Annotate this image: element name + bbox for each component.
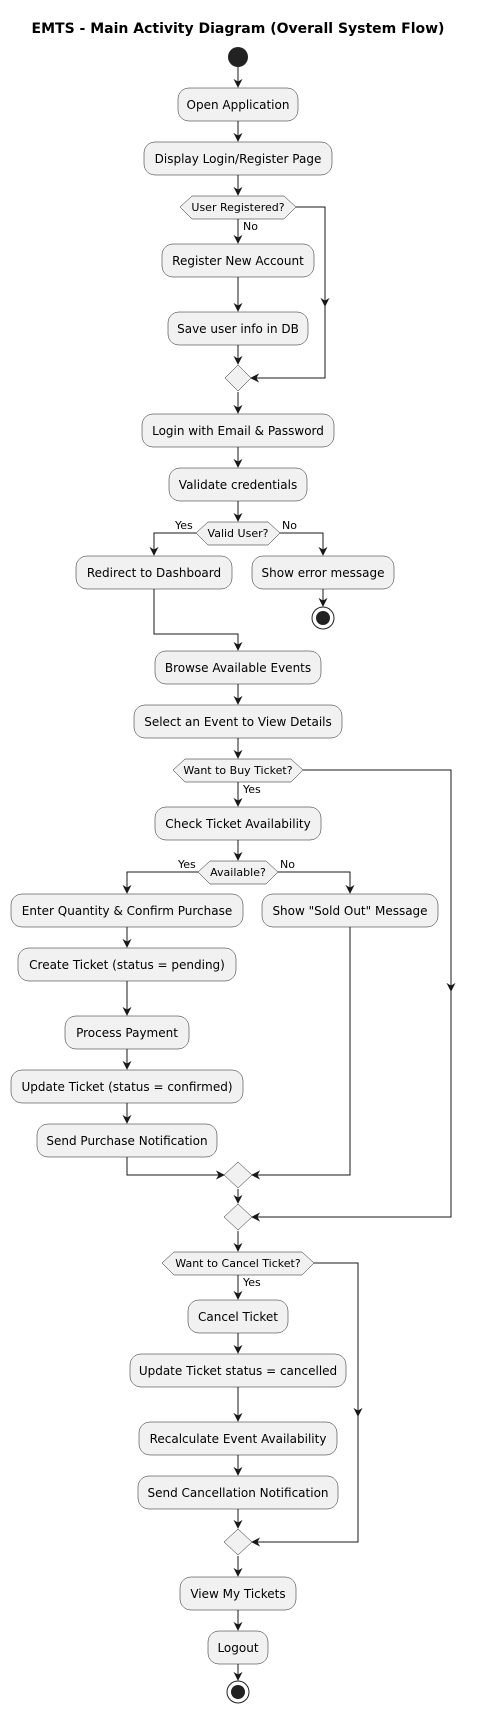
start-node — [228, 47, 248, 67]
activity-logout: Logout — [207, 1630, 269, 1665]
svg-text:Send Cancellation Notification: Send Cancellation Notification — [147, 1486, 328, 1500]
svg-text:Check Ticket Availability: Check Ticket Availability — [165, 817, 310, 831]
svg-text:Create Ticket (status = pendin: Create Ticket (status = pending) — [29, 958, 225, 972]
stop-node-error — [311, 606, 335, 630]
svg-text:Update Ticket (status = confir: Update Ticket (status = confirmed) — [21, 1080, 232, 1094]
decision-want-to-buy: Want to Buy Ticket? — [172, 758, 304, 783]
decision-valid-user: Valid User? — [195, 521, 281, 546]
activity-sold-out: Show "Sold Out" Message — [261, 893, 439, 928]
svg-text:Process Payment: Process Payment — [76, 1026, 178, 1040]
activity-view-my-tickets: View My Tickets — [179, 1576, 297, 1611]
edge-available-yes — [122, 871, 198, 894]
svg-text:Save user info in DB: Save user info in DB — [177, 322, 299, 336]
svg-text:Send Purchase Notification: Send Purchase Notification — [46, 1134, 207, 1148]
decision-available: Available? — [197, 860, 279, 885]
activity-show-error: Show error message — [251, 555, 395, 590]
svg-text:Show error message: Show error message — [262, 566, 385, 580]
activity-cancel-ticket: Cancel Ticket — [187, 1299, 289, 1334]
svg-text:Browse Available Events: Browse Available Events — [165, 661, 311, 675]
activity-update-cancelled: Update Ticket status = cancelled — [129, 1353, 347, 1388]
activity-display-login-register: Display Login/Register Page — [143, 141, 333, 176]
activity-open-application: Open Application — [177, 87, 299, 122]
activity-save-user-info: Save user info in DB — [167, 311, 309, 346]
edge-soldout-merge — [251, 927, 351, 1180]
svg-text:Logout: Logout — [217, 1641, 258, 1655]
activity-login: Login with Email & Password — [141, 413, 335, 448]
stop-node-end — [226, 1680, 250, 1704]
decision-user-registered: User Registered? — [179, 195, 297, 220]
decision-want-to-cancel: Want to Cancel Ticket? — [161, 1251, 315, 1276]
svg-text:Want to Buy Ticket?: Want to Buy Ticket? — [183, 764, 292, 777]
activity-redirect-dashboard: Redirect to Dashboard — [75, 555, 233, 590]
merge-node-cancellation — [223, 1528, 253, 1556]
label-buy-yes: Yes — [242, 783, 261, 796]
label-valid-no: No — [282, 519, 297, 532]
svg-text:Available?: Available? — [210, 866, 266, 879]
svg-text:Enter Quantity & Confirm Purch: Enter Quantity & Confirm Purchase — [22, 904, 232, 918]
activity-recalculate-availability: Recalculate Event Availability — [138, 1421, 338, 1456]
edge-valid-yes — [149, 532, 196, 556]
activity-validate-credentials: Validate credentials — [168, 467, 308, 502]
svg-text:Redirect to Dashboard: Redirect to Dashboard — [87, 566, 221, 580]
svg-text:Open Application: Open Application — [187, 98, 290, 112]
edge-wantbuy-no-bypass — [251, 769, 452, 1222]
svg-text:Want to Cancel Ticket?: Want to Cancel Ticket? — [175, 1257, 301, 1270]
edge-registered-yes-bypass — [250, 206, 326, 383]
label-available-yes: Yes — [177, 858, 196, 871]
svg-text:Validate credentials: Validate credentials — [179, 478, 297, 492]
activity-send-purchase-notification: Send Purchase Notification — [36, 1123, 218, 1158]
activity-enter-quantity: Enter Quantity & Confirm Purchase — [10, 893, 244, 928]
svg-text:Show "Sold Out" Message: Show "Sold Out" Message — [272, 904, 427, 918]
svg-text:Recalculate Event Availability: Recalculate Event Availability — [150, 1432, 327, 1446]
label-registered-no: No — [243, 220, 258, 233]
activity-update-confirmed: Update Ticket (status = confirmed) — [10, 1069, 244, 1104]
activity-select-event: Select an Event to View Details — [133, 704, 343, 739]
svg-text:Valid User?: Valid User? — [208, 527, 269, 540]
svg-text:Update Ticket status = cancell: Update Ticket status = cancelled — [139, 1364, 337, 1378]
label-cancel-yes: Yes — [242, 1276, 261, 1289]
svg-text:Login with Email & Password: Login with Email & Password — [152, 424, 324, 438]
svg-text:Register New Account: Register New Account — [172, 254, 304, 268]
label-valid-yes: Yes — [174, 519, 193, 532]
merge-node-purchase — [223, 1203, 253, 1231]
svg-text:Display Login/Register Page: Display Login/Register Page — [155, 152, 322, 166]
label-available-no: No — [280, 858, 295, 871]
svg-text:User Registered?: User Registered? — [191, 201, 284, 214]
diagram-title: EMTS - Main Activity Diagram (Overall Sy… — [32, 21, 445, 37]
merge-node-registration — [224, 364, 252, 392]
merge-node-availability — [223, 1161, 253, 1189]
activity-process-payment: Process Payment — [64, 1015, 190, 1050]
activity-check-availability: Check Ticket Availability — [154, 806, 322, 841]
edge-send-merge — [126, 1157, 225, 1180]
edges — [122, 67, 456, 1681]
edge-wantcancel-no-bypass — [251, 1262, 359, 1547]
edge-available-no — [278, 871, 355, 894]
edge-redirect-browse — [153, 589, 243, 651]
svg-text:Cancel Ticket: Cancel Ticket — [198, 1310, 278, 1324]
activity-browse-events: Browse Available Events — [154, 650, 322, 685]
activity-create-ticket: Create Ticket (status = pending) — [17, 947, 237, 982]
activity-send-cancellation-notification: Send Cancellation Notification — [137, 1475, 339, 1510]
svg-text:View My Tickets: View My Tickets — [190, 1587, 285, 1601]
activity-register-new-account: Register New Account — [161, 243, 315, 278]
edge-valid-no — [280, 532, 328, 556]
svg-text:Select an Event to View Detail: Select an Event to View Details — [144, 715, 332, 729]
